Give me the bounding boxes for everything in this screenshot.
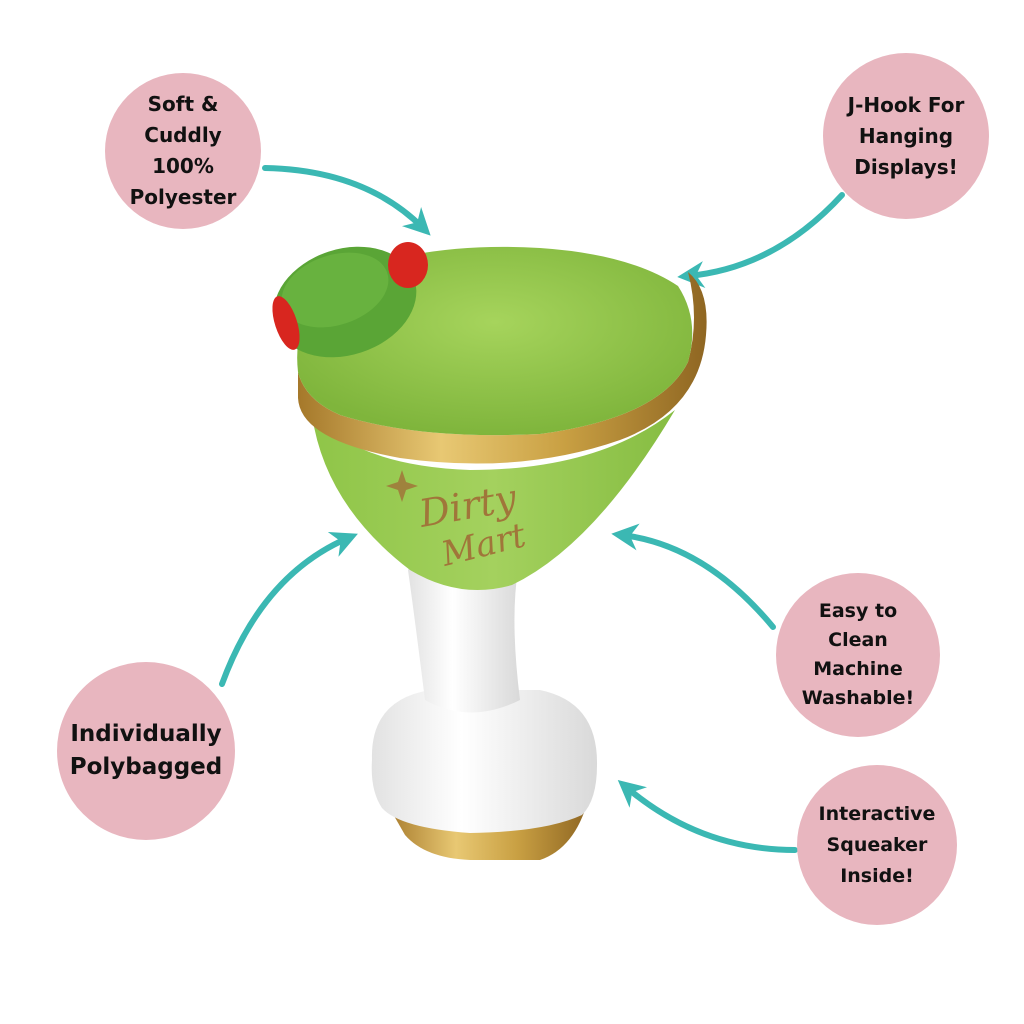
callout-easy-clean: Easy to Clean Machine Washable! [776,573,940,737]
callout-line: Squeaker [826,833,928,856]
callout-line: Interactive [818,802,936,825]
callout-line: Easy to [818,600,898,622]
callout-line: Clean [828,629,888,651]
callout-line: Hanging [858,123,954,148]
callout-line: Individually [70,721,222,747]
plush-cup [312,410,675,590]
callout-line: Polyester [129,185,237,209]
callout-soft-cuddly: Soft & Cuddly 100% Polyester [105,73,261,229]
olive [272,242,428,358]
callout-squeaker: Interactive Squeaker Inside! [797,765,957,925]
callout-line: 100% [152,154,214,178]
callout-line: Cuddly [144,123,222,147]
arrow-soft [262,165,431,236]
callout-polybagged: Individually Polybagged [57,662,235,840]
callout-line: Polybagged [69,754,223,780]
arrow-squeaker [617,780,798,853]
sparkle-icon [386,470,418,502]
plush-stem [408,548,520,713]
arrow-jhook [677,192,845,288]
callout-line: Machine [813,658,903,680]
arrow-polybag [219,532,358,687]
plush-base [371,690,598,860]
callout-line: Displays! [854,154,958,179]
callout-line: Inside! [840,864,914,887]
arrow-easy [611,523,776,630]
callout-j-hook: J-Hook For Hanging Displays! [823,53,989,219]
callout-line: Soft & [147,92,219,116]
callout-line: Washable! [801,687,915,709]
callout-line: J-Hook For [847,92,965,117]
